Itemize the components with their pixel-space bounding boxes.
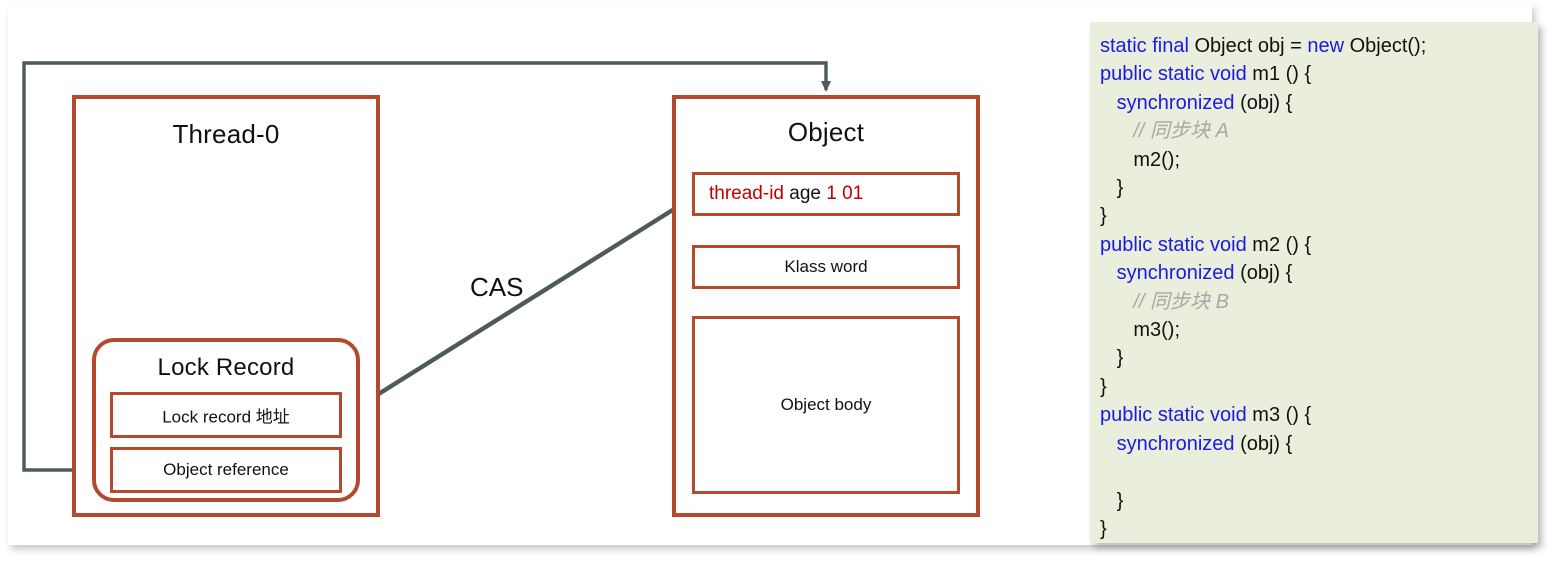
code-text [1100, 291, 1133, 313]
code-line: } [1100, 487, 1538, 515]
mark-word-age: age [789, 183, 821, 204]
code-keyword: synchronized [1116, 91, 1241, 114]
code-text [1100, 433, 1117, 455]
code-text: } [1100, 375, 1107, 398]
code-text: (obj) { [1240, 432, 1293, 455]
code-keyword: public static void [1100, 233, 1253, 256]
code-line [1100, 458, 1538, 486]
code-body: static final Object obj = new Object();p… [1100, 32, 1538, 543]
code-text: m2(); [1100, 148, 1180, 171]
code-text: Object obj = [1194, 35, 1308, 57]
lock-record-address-row: Lock record 地址 [110, 392, 342, 438]
code-line: public static void m2 () { [1100, 231, 1538, 259]
code-line: } [1100, 344, 1538, 372]
code-line: m2(); [1100, 146, 1538, 174]
code-keyword: synchronized [1116, 262, 1241, 285]
code-comment: // 同步块 B [1133, 290, 1229, 313]
lock-record-title: Lock Record [157, 354, 295, 381]
code-line: synchronized (obj) { [1100, 89, 1538, 117]
object-body-row: Object body [692, 316, 960, 494]
code-text: } [1100, 177, 1124, 200]
code-text [1100, 120, 1133, 142]
code-text: m1 () { [1252, 63, 1312, 86]
code-line: synchronized (obj) { [1100, 430, 1538, 458]
mark-word-content: thread-id age 1 01 [709, 183, 863, 205]
mark-word-biased-bit: 1 [826, 183, 837, 204]
code-line: public static void m1 () { [1100, 60, 1538, 88]
code-keyword: synchronized [1116, 432, 1241, 455]
object-reference-label: Object reference [163, 460, 289, 479]
mark-word-thread-id: thread-id [709, 183, 784, 204]
cas-label: CAS [470, 272, 524, 302]
code-line: } [1100, 202, 1538, 230]
code-line: } [1100, 174, 1538, 202]
code-text: } [1100, 205, 1107, 228]
code-line: } [1100, 515, 1538, 543]
klass-word-row: Klass word [692, 245, 960, 289]
code-line: m3(); [1100, 316, 1538, 344]
code-line: public static void m3 () { [1100, 401, 1538, 429]
code-keyword: public static void [1100, 404, 1253, 427]
object-body-label: Object body [780, 395, 872, 414]
thread-box-title: Thread-0 [172, 119, 280, 149]
lock-record-address-label: Lock record 地址 [162, 407, 290, 427]
code-keyword: public static void [1100, 63, 1253, 86]
code-text: m2 () { [1252, 233, 1312, 256]
code-line: synchronized (obj) { [1100, 259, 1538, 287]
klass-word-label: Klass word [784, 257, 868, 276]
object-box-title: Object [787, 117, 865, 147]
code-comment: // 同步块 A [1133, 120, 1229, 143]
object-reference-row: Object reference [110, 447, 342, 493]
code-line: } [1100, 373, 1538, 401]
code-line: static final Object obj = new Object(); [1100, 32, 1538, 60]
code-keyword: static final [1100, 35, 1195, 57]
code-text: m3(); [1100, 319, 1180, 342]
code-text [1100, 262, 1117, 284]
code-line: // 同步块 B [1100, 288, 1538, 316]
code-text: } [1100, 517, 1107, 540]
code-text: m3 () { [1252, 404, 1312, 427]
code-text: } [1100, 347, 1124, 370]
code-panel: static final Object obj = new Object();p… [1090, 22, 1538, 543]
code-keyword: new [1307, 35, 1350, 57]
code-line: // 同步块 A [1100, 117, 1538, 145]
mark-word-row: thread-id age 1 01 [692, 172, 960, 216]
code-text: Object(); [1349, 35, 1427, 57]
code-text: (obj) { [1240, 91, 1293, 114]
code-text [1100, 92, 1117, 114]
code-text: (obj) { [1240, 262, 1293, 285]
mark-word-lock-bits: 01 [842, 183, 864, 204]
code-text: } [1100, 489, 1124, 512]
